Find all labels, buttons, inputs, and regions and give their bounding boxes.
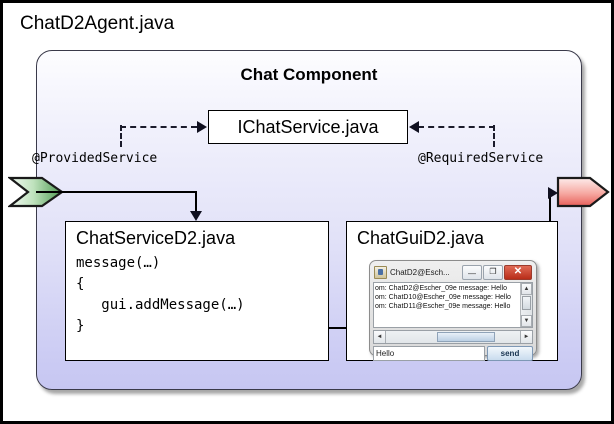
required-dependency-arrowhead (409, 121, 419, 133)
list-item: om: ChatD2@Escher_09e message: Hello (375, 285, 508, 292)
close-button[interactable]: ✕ (504, 264, 532, 280)
minimize-icon: — (468, 269, 476, 278)
scroll-up-button[interactable]: ▲ (521, 283, 532, 295)
required-dependency-line (418, 126, 495, 128)
window-controls: — ❐ ✕ (462, 264, 532, 280)
scroll-down-icon: ▼ (523, 318, 530, 324)
required-dependency-stub (493, 125, 495, 147)
window-titlebar: ChatD2@Esch... — ❐ ✕ (373, 264, 533, 280)
required-service-port-icon (556, 175, 612, 209)
code-line-4: } (76, 318, 85, 334)
maximize-icon: ❐ (489, 267, 497, 276)
vertical-scrollbar[interactable]: ▲ ▼ (520, 283, 532, 327)
message-input-row: Hello send (373, 346, 533, 361)
component-title: Chat Component (240, 65, 378, 84)
provided-dependency-stub (120, 125, 122, 147)
code-line-3: gui.addMessage(…) (76, 297, 245, 313)
provided-dependency-arrowhead (197, 121, 207, 133)
code-line-2: { (76, 276, 85, 292)
minimize-button[interactable]: — (462, 264, 482, 280)
provided-port-arrowhead (190, 211, 202, 221)
maximize-button[interactable]: ❐ (483, 264, 503, 280)
message-area[interactable]: om: ChatD2@Escher_09e message: Hello om:… (373, 282, 533, 328)
provided-service-annotation: @ProvidedService (32, 151, 158, 166)
scroll-left-icon: ◄ (376, 334, 383, 340)
provided-port-line-h (36, 191, 196, 193)
message-input[interactable]: Hello (373, 346, 485, 361)
send-button[interactable]: send (487, 346, 533, 361)
interface-box-ichatservice: IChatService.java (208, 110, 408, 144)
message-list: om: ChatD2@Escher_09e message: Hello om:… (374, 283, 532, 311)
list-item: om: ChatD10@Escher_09e message: Hello (375, 294, 511, 301)
scroll-right-button[interactable]: ► (520, 331, 532, 343)
page-title: ChatD2Agent.java (20, 13, 175, 34)
addmessage-call-line (315, 327, 371, 329)
chatservice-box: ChatServiceD2.java message(…) { gui.addM… (65, 221, 329, 361)
java-app-icon (374, 265, 387, 279)
provided-port-line-v (195, 191, 197, 213)
close-icon: ✕ (513, 266, 523, 277)
vertical-scroll-thumb[interactable] (522, 296, 531, 310)
horizontal-scroll-thumb[interactable] (436, 332, 496, 342)
window-title: ChatD2@Esch... (390, 267, 450, 277)
embedded-chat-window[interactable]: ChatD2@Esch... — ❐ ✕ om: ChatD2@Escher_0… (369, 260, 537, 361)
horizontal-scrollbar[interactable]: ◄ ► (373, 330, 533, 344)
horizontal-scroll-track[interactable] (386, 331, 520, 343)
code-line-1: message(…) (76, 255, 161, 271)
chatgui-title: ChatGuiD2.java (357, 228, 485, 248)
scroll-left-button[interactable]: ◄ (374, 331, 386, 343)
scroll-right-icon: ► (523, 334, 530, 340)
list-item: om: ChatD11@Escher_09e message: Hello (375, 303, 511, 310)
provided-dependency-line (120, 126, 197, 128)
send-to-required-arrowhead (548, 187, 558, 199)
chatservice-title: ChatServiceD2.java (76, 228, 236, 248)
required-service-annotation: @RequiredService (418, 151, 544, 166)
scroll-down-button[interactable]: ▼ (521, 315, 532, 327)
chatgui-box: ChatGuiD2.java ChatD2@Esch... — ❐ ✕ om: … (346, 221, 558, 361)
scroll-up-icon: ▲ (523, 286, 530, 292)
